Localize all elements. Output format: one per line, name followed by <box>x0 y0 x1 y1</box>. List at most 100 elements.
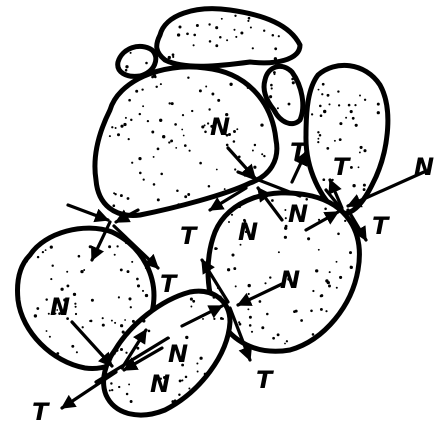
stipple-dot <box>162 135 165 138</box>
stipple-dot <box>151 131 154 134</box>
stipple-dot <box>312 290 314 292</box>
label-tangential: T <box>290 138 308 166</box>
stipple-dot <box>322 178 325 181</box>
stipple-dot <box>345 117 347 119</box>
stipple-dot <box>142 105 144 107</box>
stipple-dot <box>120 194 123 197</box>
stipple-dot <box>348 104 351 107</box>
label-tangential: T <box>160 270 178 298</box>
stipple-dot <box>259 300 262 303</box>
stipple-dot <box>358 166 360 168</box>
label-normal: N <box>168 340 188 368</box>
stipple-dot <box>209 40 212 43</box>
stipple-dot <box>318 89 320 91</box>
stipple-dot <box>154 76 157 79</box>
stipple-dot <box>73 293 76 296</box>
stipple-dot <box>278 35 280 37</box>
stipple-dot <box>220 317 223 320</box>
stipple-dot <box>128 99 131 102</box>
stipple-dot <box>142 290 144 292</box>
stipple-dot <box>125 352 127 354</box>
stipple-dot <box>233 130 236 133</box>
stipple-dot <box>337 233 340 236</box>
stipple-dot <box>49 336 51 338</box>
stipple-dot <box>124 319 126 321</box>
stipple-dot <box>208 23 210 25</box>
stipple-dot <box>171 400 174 403</box>
stipple-dot <box>157 148 160 151</box>
stipple-dot <box>253 166 256 169</box>
stipple-dot <box>339 276 342 279</box>
stipple-dot <box>336 287 338 289</box>
stipple-dot <box>199 162 202 165</box>
label-normal: N <box>50 293 70 321</box>
stipple-dot <box>260 123 263 126</box>
stipple-dot <box>123 336 126 339</box>
stipple-dot <box>193 44 195 46</box>
stipple-dot <box>189 150 191 152</box>
stipple-dot <box>204 373 207 376</box>
stipple-dot <box>56 352 59 355</box>
stipple-dot <box>208 185 211 188</box>
stipple-dot <box>82 326 84 328</box>
stipple-dot <box>117 133 120 136</box>
stipple-dot <box>143 179 145 181</box>
stipple-dot <box>323 110 326 113</box>
stipple-dot <box>269 276 271 278</box>
stipple-dot <box>181 379 183 381</box>
stipple-dot <box>199 89 202 92</box>
stipple-dot <box>328 285 331 288</box>
stipple-dot <box>336 261 338 263</box>
normal-force-arrow <box>68 205 108 220</box>
stipple-dot <box>363 184 366 187</box>
stipple-dot <box>131 261 133 263</box>
stipple-dot <box>291 78 294 81</box>
stipple-dot <box>75 306 77 308</box>
stipple-dot <box>363 149 366 152</box>
stipple-dot <box>37 256 39 258</box>
stipple-dot <box>317 138 319 140</box>
stipple-dot <box>320 308 323 311</box>
stipple-dot <box>216 248 218 250</box>
stipple-dot <box>116 245 118 247</box>
stipple-dot <box>178 25 181 28</box>
stipple-dot <box>216 169 218 171</box>
stipple-dot <box>317 141 319 143</box>
stipple-dot <box>181 129 183 131</box>
label-tangential: T <box>256 366 274 394</box>
stipple-dot <box>71 345 74 348</box>
stipple-dot <box>120 348 123 351</box>
stipple-dot <box>227 268 230 271</box>
stipple-dot <box>176 190 179 193</box>
stipple-dot <box>100 133 103 136</box>
stipple-dot <box>350 110 353 113</box>
stipple-dot <box>261 153 263 155</box>
stipple-dot <box>125 242 127 244</box>
stipple-dot <box>128 138 130 140</box>
stipple-dot <box>291 34 293 36</box>
stipple-dot <box>130 119 132 121</box>
stipple-dot <box>45 298 47 300</box>
stipple-dot <box>225 306 228 309</box>
stipple-dot <box>325 279 328 282</box>
stipple-dot <box>138 157 141 160</box>
stipple-dot <box>319 134 322 137</box>
stipple-dot <box>153 183 156 186</box>
stipple-dot <box>122 331 125 334</box>
stipple-dot <box>284 209 286 211</box>
grains <box>18 9 388 415</box>
stipple-dot <box>168 141 170 143</box>
stipple-dot <box>339 138 342 141</box>
stipple-dot <box>153 156 155 158</box>
stipple-dot <box>36 307 39 310</box>
stipple-dot <box>300 319 303 322</box>
stipple-dot <box>125 117 127 119</box>
stipple-dot <box>364 99 366 101</box>
stipple-dot <box>292 81 295 84</box>
stipple-dot <box>78 255 81 258</box>
stipple-dot <box>247 86 250 89</box>
stipple-dot <box>110 382 112 384</box>
stipple-dot <box>315 269 318 272</box>
stipple-dot <box>263 155 265 157</box>
stipple-dot <box>128 297 131 300</box>
